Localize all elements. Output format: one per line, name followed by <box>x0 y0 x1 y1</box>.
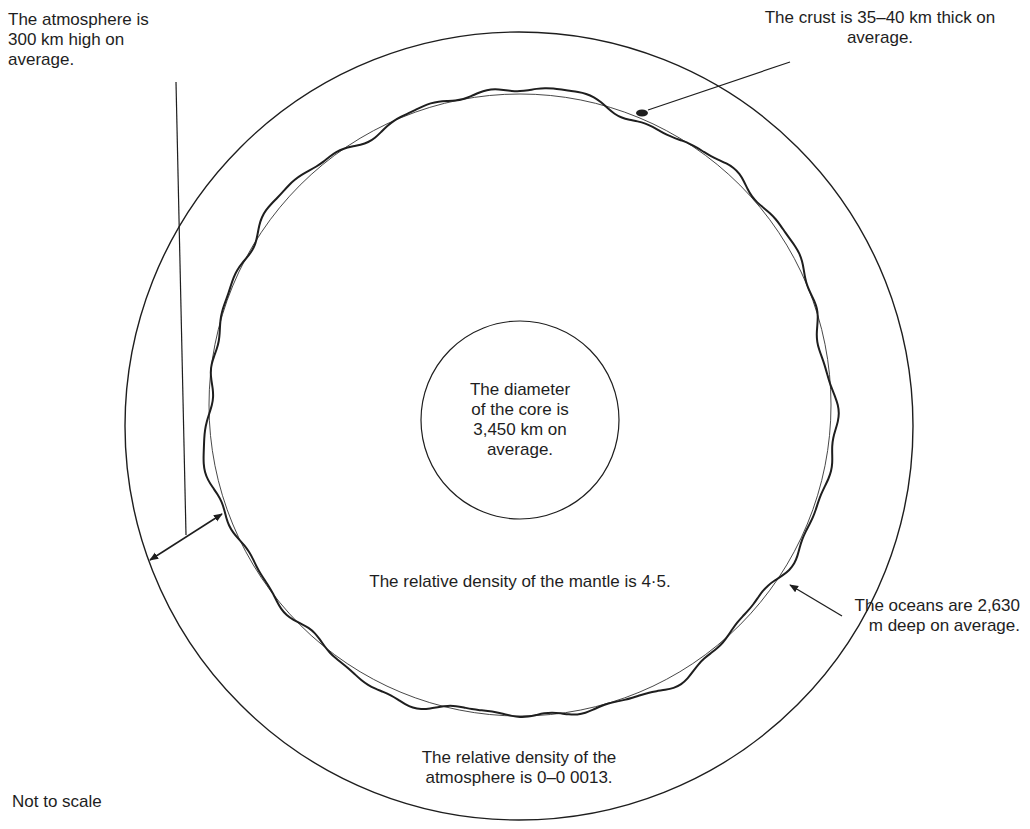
callout-text: The crust is 35–40 km thick on average. <box>740 8 1020 48</box>
crust-mark <box>636 110 648 117</box>
leader-arrow <box>790 585 842 616</box>
layer-text: The relative density of the mantle is 4·… <box>350 572 690 592</box>
layer-text: The diameter of the core is 3,450 km on … <box>464 380 576 460</box>
callout-text: The oceans are 2,630 m deep on average. <box>850 596 1020 636</box>
core-circle <box>421 321 619 519</box>
earth-surface: The relative density of the mantle is 4·… <box>205 90 835 720</box>
layer-text: The relative density of the atmosphere i… <box>399 748 639 788</box>
atmosphere-circle: The relative density of the atmosphere i… <box>124 31 914 821</box>
crust-outline <box>204 88 839 717</box>
atmosphere-circle <box>125 32 913 820</box>
leader-line <box>176 82 186 535</box>
scale-note: Not to scale <box>12 792 152 812</box>
callout-text: The atmosphere is 300 km high on average… <box>8 10 160 70</box>
core-circle: The diameter of the core is 3,450 km on … <box>420 320 620 520</box>
